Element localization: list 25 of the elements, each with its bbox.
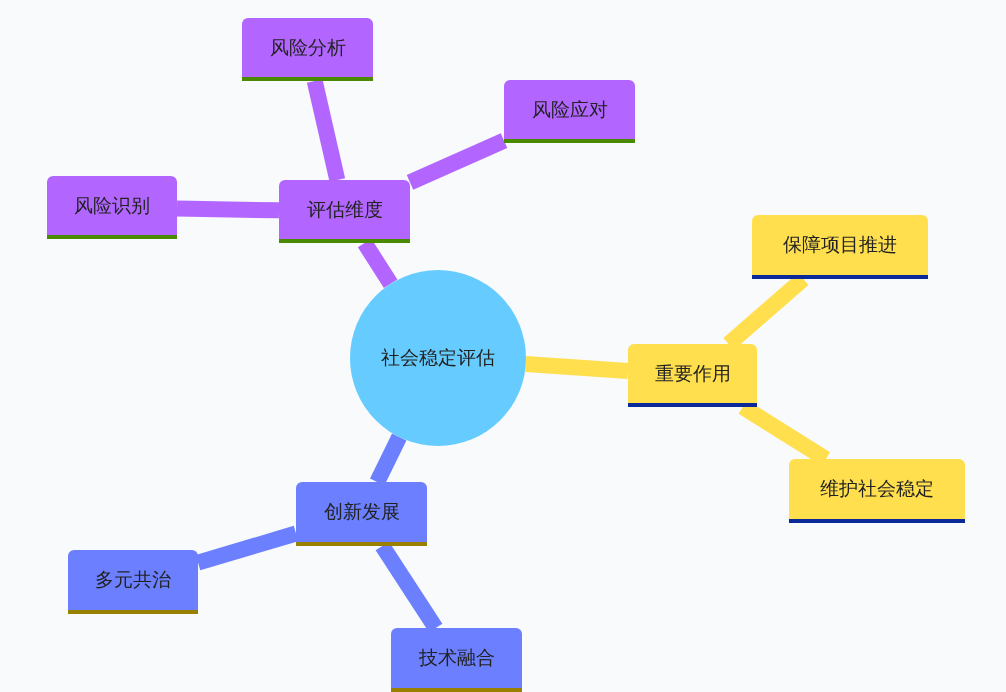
branch-line	[525, 356, 629, 380]
topic-box	[47, 176, 177, 239]
topic-label: 重要作用	[654, 360, 731, 386]
topic-box	[68, 550, 198, 614]
branch-line	[306, 79, 346, 182]
topic-label: 风险应对	[531, 96, 608, 122]
topic-label: 维护社会稳定	[820, 476, 934, 501]
topic-label: 创新发展	[323, 499, 400, 524]
topic-box	[628, 344, 757, 407]
topic-box	[391, 628, 522, 692]
topic-label: 社会稳定评估	[381, 345, 495, 370]
topic-label: 技术融合	[418, 645, 495, 670]
branch-line	[176, 200, 280, 219]
topic-box	[279, 180, 410, 243]
topic-label: 保障项目推进	[783, 232, 897, 257]
branch-line	[406, 133, 508, 190]
topic-label: 风险识别	[74, 192, 150, 218]
topic-label: 多元共治	[95, 567, 171, 592]
topic-box	[504, 80, 635, 143]
topic-label: 评估维度	[306, 196, 383, 222]
topic-label: 风险分析	[269, 34, 346, 60]
topic-box	[789, 459, 965, 523]
topic-box	[296, 482, 427, 546]
topic-box	[242, 18, 373, 81]
topic-box	[752, 215, 928, 279]
